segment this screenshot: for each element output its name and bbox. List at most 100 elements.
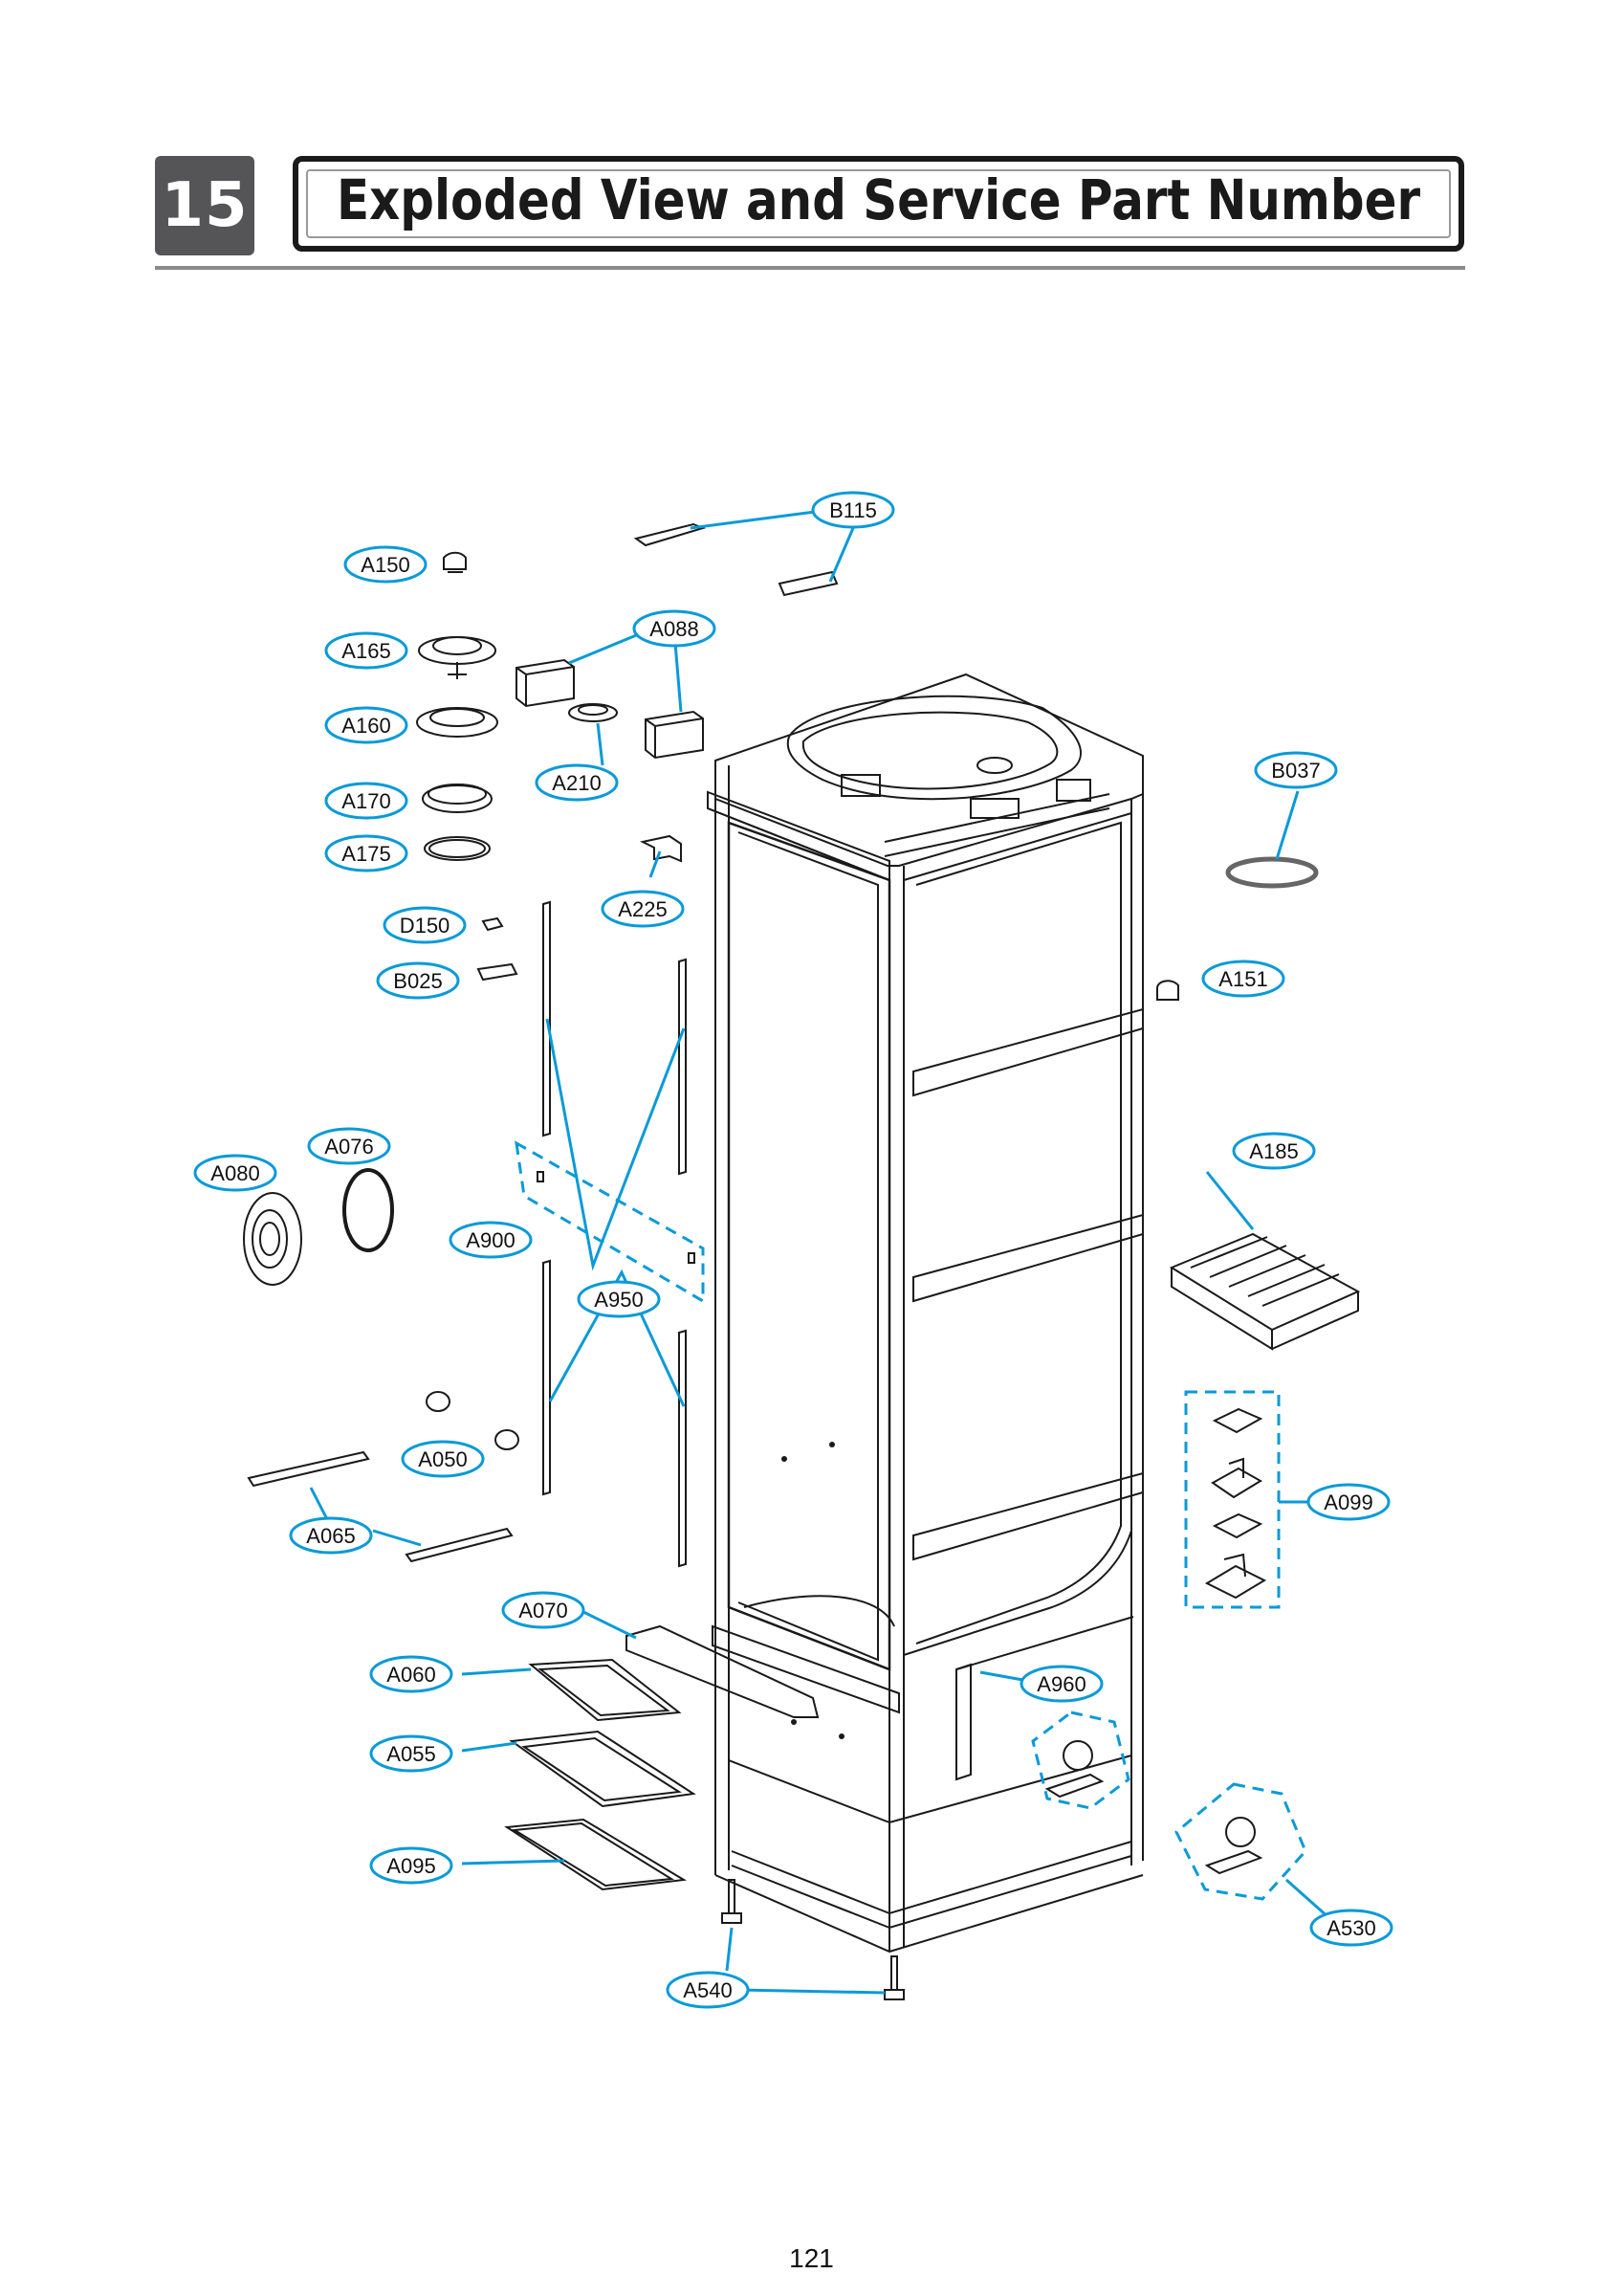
section-number: 15	[161, 170, 249, 241]
svg-text:A160: A160	[341, 714, 390, 738]
a080-part	[243, 1192, 302, 1286]
callout-a070: A070	[501, 1591, 585, 1629]
a900-clip-2	[688, 1252, 695, 1264]
a050-part	[426, 1391, 519, 1450]
callout-a076: A076	[307, 1127, 391, 1165]
a175-gasket-part	[424, 836, 491, 861]
svg-text:A088: A088	[649, 617, 698, 641]
callout-a175: A175	[324, 834, 408, 872]
callout-a530: A530	[1309, 1909, 1393, 1947]
a095-gasket-part	[504, 1818, 688, 1891]
a210-part	[568, 703, 618, 722]
a070-part	[625, 1624, 820, 1718]
b115-part-bottom	[778, 570, 839, 597]
svg-text:A170: A170	[341, 789, 390, 813]
a225-bracket-part	[640, 834, 682, 863]
svg-text:A080: A080	[210, 1161, 259, 1185]
callout-labels: B115 A150 A088 A165 A160 A210 B037 A170 …	[193, 491, 1393, 2009]
callout-a170: A170	[324, 782, 408, 820]
a540-feet-parts	[721, 1879, 905, 2000]
header-divider	[155, 266, 1465, 270]
callout-a080: A080	[193, 1154, 277, 1192]
callout-a151: A151	[1201, 960, 1285, 998]
a170-ring-part	[422, 784, 493, 813]
a055-tray-part	[509, 1730, 696, 1808]
page-title: Exploded View and Service Part Number	[337, 167, 1421, 232]
callout-a165: A165	[324, 631, 408, 670]
svg-text:A095: A095	[386, 1854, 435, 1878]
a099-parts	[1204, 1407, 1267, 1600]
svg-text:A151: A151	[1218, 967, 1267, 991]
a960-part	[1044, 1740, 1105, 1799]
d150-part	[481, 916, 504, 932]
a530-group-box	[1174, 1782, 1307, 1901]
callout-a088: A088	[632, 609, 716, 648]
svg-text:A185: A185	[1249, 1139, 1298, 1163]
section-title-box: Exploded View and Service Part Number	[293, 156, 1464, 252]
a160-part	[416, 707, 498, 738]
cabinet-frame	[707, 673, 1144, 1954]
svg-text:A055: A055	[386, 1742, 435, 1766]
callout-a160: A160	[324, 706, 408, 744]
a076-gasket-part	[342, 1168, 394, 1252]
a900-clip-1	[537, 1171, 544, 1182]
svg-text:A165: A165	[341, 639, 390, 663]
a530-part	[1204, 1817, 1263, 1875]
svg-text:A065: A065	[306, 1524, 355, 1548]
a151-part	[1156, 980, 1179, 1001]
callout-a185: A185	[1232, 1132, 1316, 1170]
svg-text:B025: B025	[393, 969, 442, 993]
callout-groups	[515, 1140, 1307, 1901]
page-number: 121	[789, 2243, 834, 2273]
a900-group-box	[515, 1140, 705, 1304]
callout-b115: B115	[811, 491, 895, 529]
callout-b025: B025	[376, 961, 460, 1000]
callout-a050: A050	[401, 1440, 485, 1478]
callout-a950: A950	[577, 1280, 661, 1318]
a165-fan-part	[418, 636, 496, 679]
svg-text:A225: A225	[618, 897, 667, 921]
a960-group-box	[1031, 1711, 1130, 1810]
b025-part	[476, 962, 518, 982]
svg-text:A950: A950	[594, 1288, 643, 1312]
callout-a225: A225	[601, 890, 685, 928]
callout-a540: A540	[666, 1971, 750, 2009]
callout-b037: B037	[1254, 751, 1338, 789]
a088-part	[515, 658, 704, 760]
callout-a055: A055	[369, 1734, 453, 1773]
a099-group-box	[1184, 1390, 1281, 1609]
svg-text:A099: A099	[1324, 1490, 1372, 1514]
a185-grille-part	[1169, 1232, 1361, 1351]
a065-rail-top	[247, 1450, 370, 1488]
b115-part-top	[633, 522, 707, 547]
svg-text:A175: A175	[341, 842, 390, 866]
a060-part	[528, 1658, 682, 1722]
callout-d150: D150	[383, 906, 467, 944]
svg-text:B115: B115	[829, 498, 877, 522]
a065-rail-bottom	[405, 1527, 514, 1563]
svg-text:A900: A900	[466, 1228, 515, 1252]
svg-text:A210: A210	[552, 771, 601, 795]
svg-text:D150: D150	[400, 914, 450, 938]
callout-a099: A099	[1306, 1483, 1391, 1521]
callout-a960: A960	[1020, 1665, 1104, 1703]
svg-text:A060: A060	[386, 1663, 435, 1687]
svg-text:A070: A070	[518, 1599, 567, 1623]
a950-strip-parts	[542, 900, 687, 1568]
callout-a210: A210	[535, 763, 619, 802]
callout-a095: A095	[369, 1846, 453, 1885]
svg-text:A050: A050	[418, 1447, 467, 1471]
callout-a150: A150	[343, 545, 428, 584]
svg-text:B037: B037	[1271, 759, 1320, 783]
section-number-badge: 15	[155, 156, 254, 255]
callout-a065: A065	[289, 1516, 373, 1555]
svg-text:A530: A530	[1327, 1916, 1375, 1940]
b037-gasket-part	[1225, 856, 1319, 889]
callout-a900: A900	[449, 1221, 533, 1259]
svg-text:A076: A076	[324, 1135, 373, 1159]
svg-text:A540: A540	[683, 1978, 732, 2002]
svg-text:A150: A150	[361, 553, 409, 577]
svg-text:A960: A960	[1037, 1672, 1086, 1696]
a150-part	[443, 551, 467, 573]
